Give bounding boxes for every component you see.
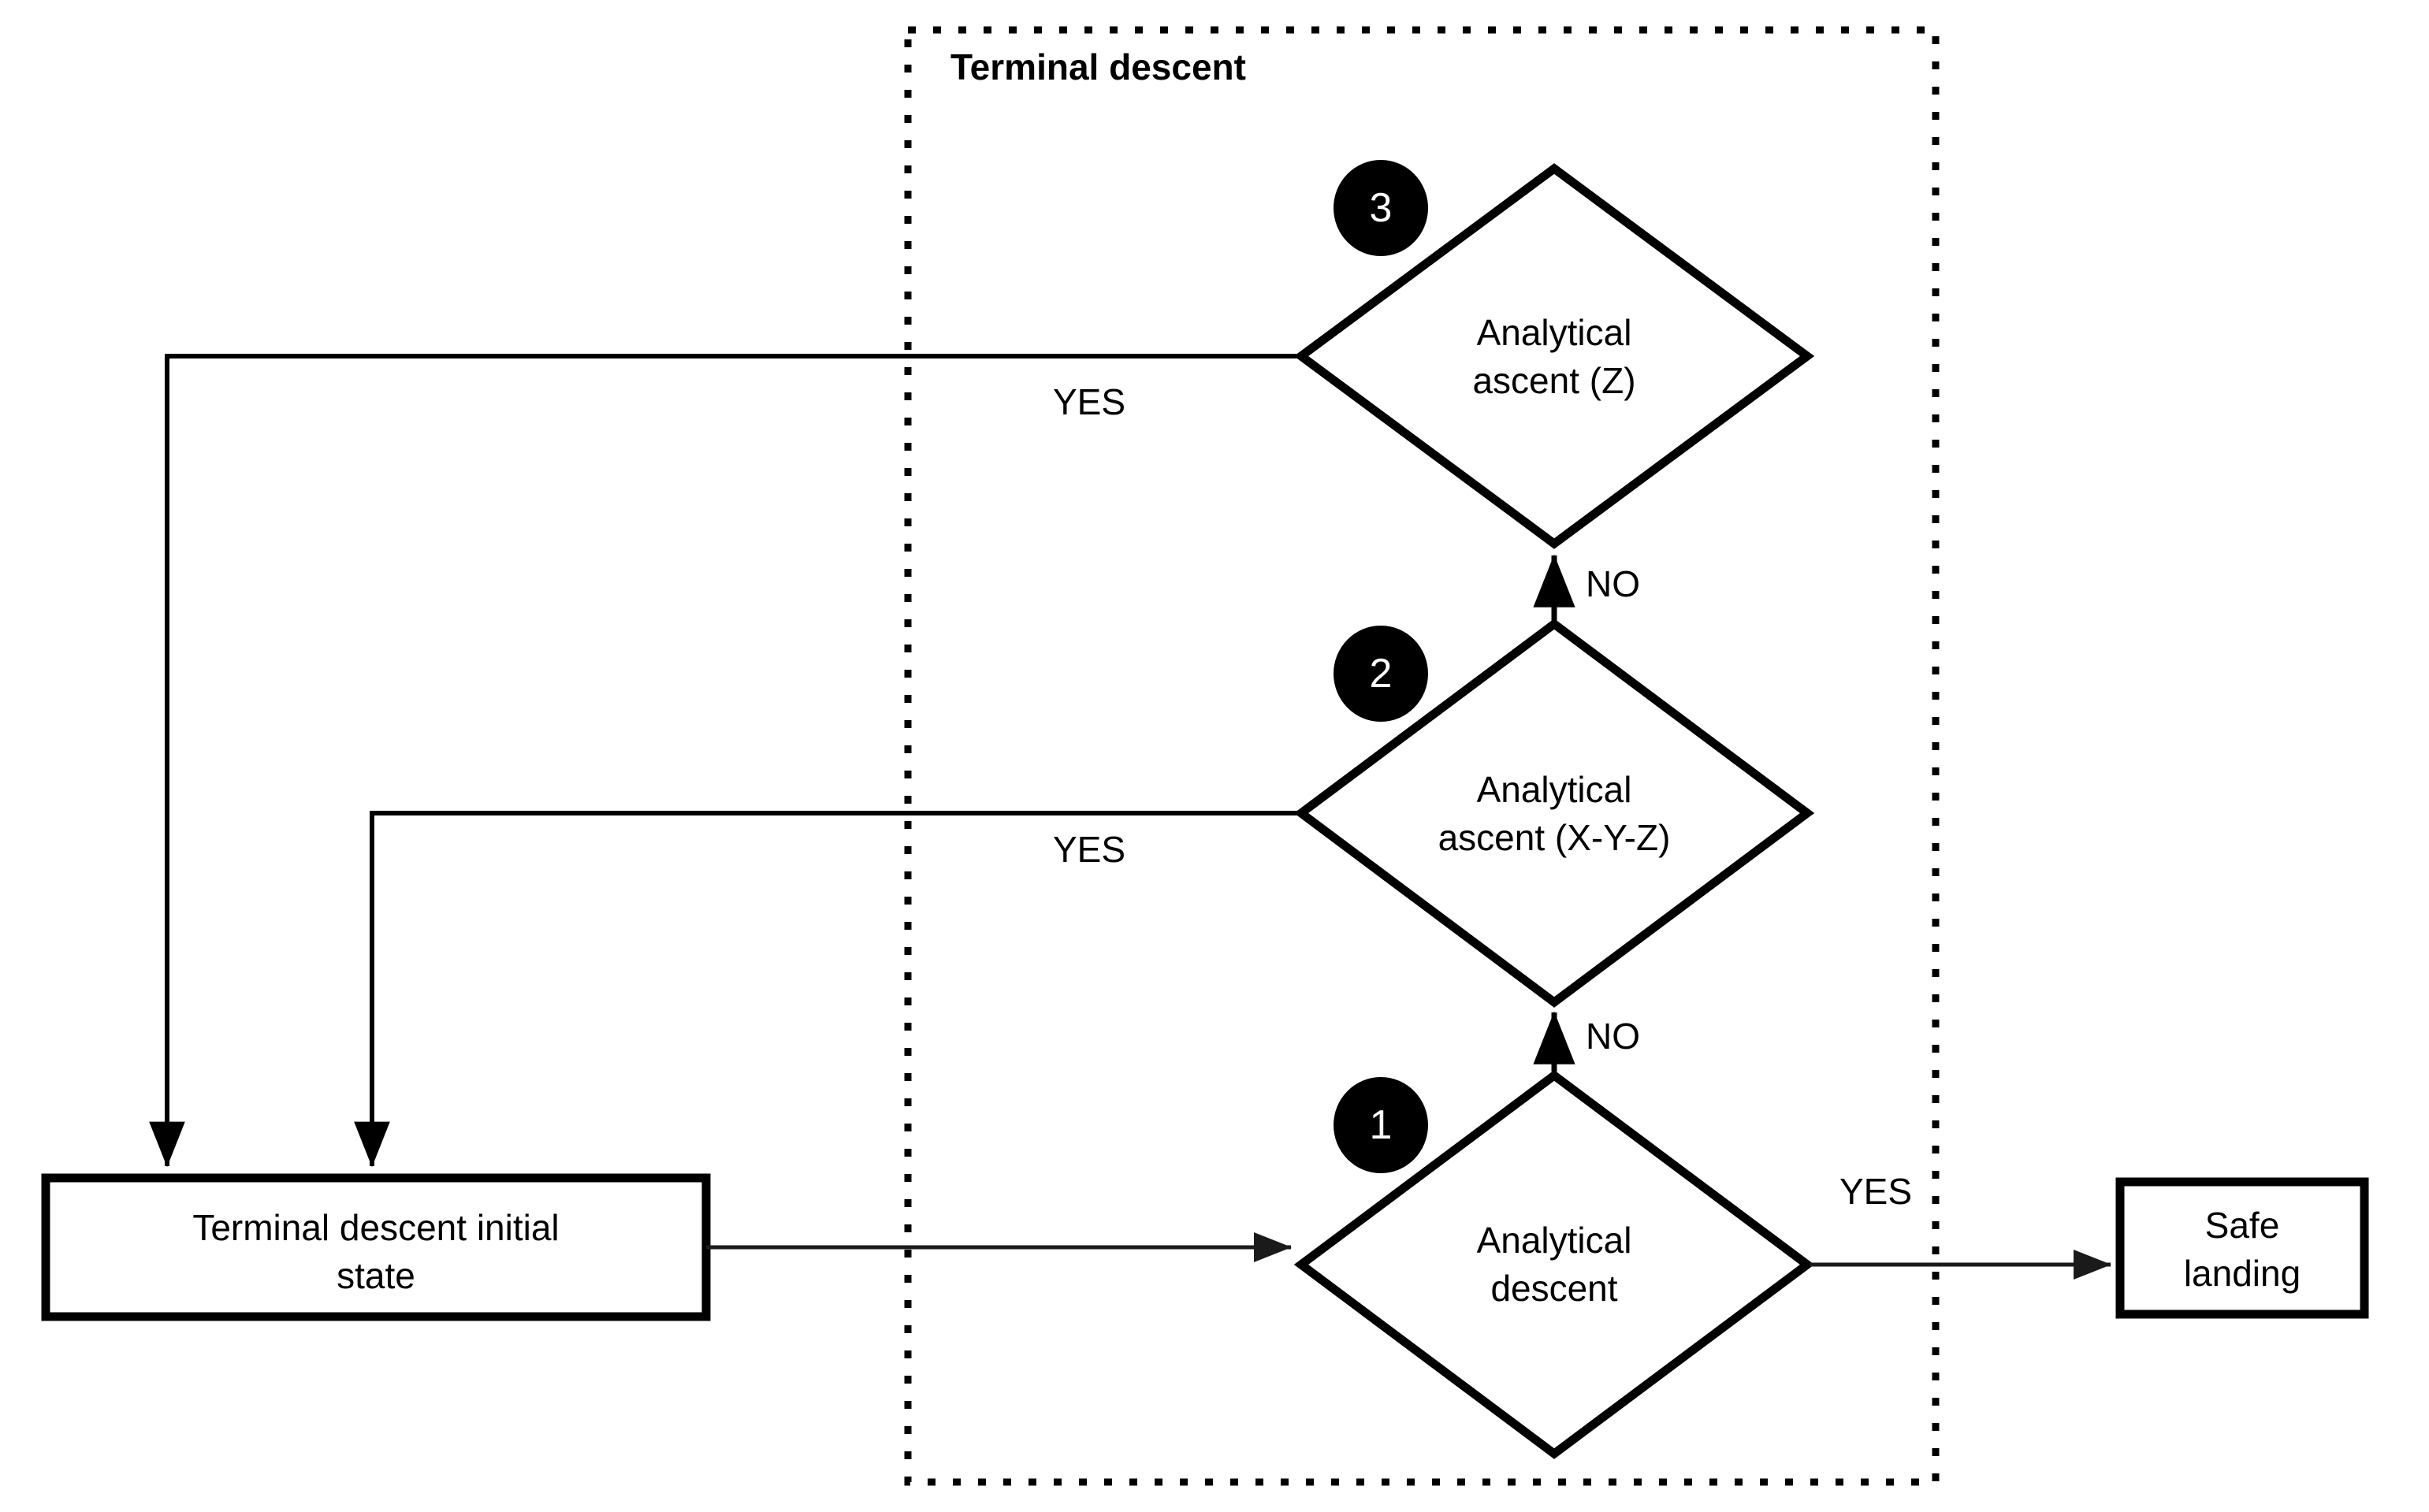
- decision-1-badge-circle: [1334, 1077, 1428, 1173]
- safe-landing-box: [2115, 1177, 2369, 1319]
- edge-label-decision-1-yes: YES: [1839, 1171, 1913, 1212]
- edge-label-decision-2-no: NO: [1586, 563, 1640, 604]
- edge-label-decision-2-yes: YES: [1053, 829, 1126, 870]
- decision-2-diamond: [1293, 619, 1815, 1008]
- group-title-terminal-descent: Terminal descent: [950, 46, 1246, 87]
- edge-decision-2-yes-to-initial-state: [354, 811, 1299, 1168]
- edge-label-decision-3-yes: YES: [1053, 381, 1126, 422]
- decision-1-badge-number: 1: [1369, 1102, 1393, 1148]
- decision-3-diamond: [1293, 163, 1815, 549]
- decision-2-badge-circle: [1334, 626, 1428, 722]
- decision-2-badge-number: 2: [1369, 651, 1393, 697]
- edge-decision-3-yes-to-initial-state: [149, 354, 1299, 1168]
- decision-3-badge-circle: [1334, 160, 1428, 256]
- edge-label-decision-1-no: NO: [1586, 1016, 1640, 1057]
- initial-state-box: [41, 1173, 711, 1321]
- decision-3-badge-number: 3: [1369, 185, 1393, 231]
- decision-1-diamond: [1293, 1070, 1815, 1459]
